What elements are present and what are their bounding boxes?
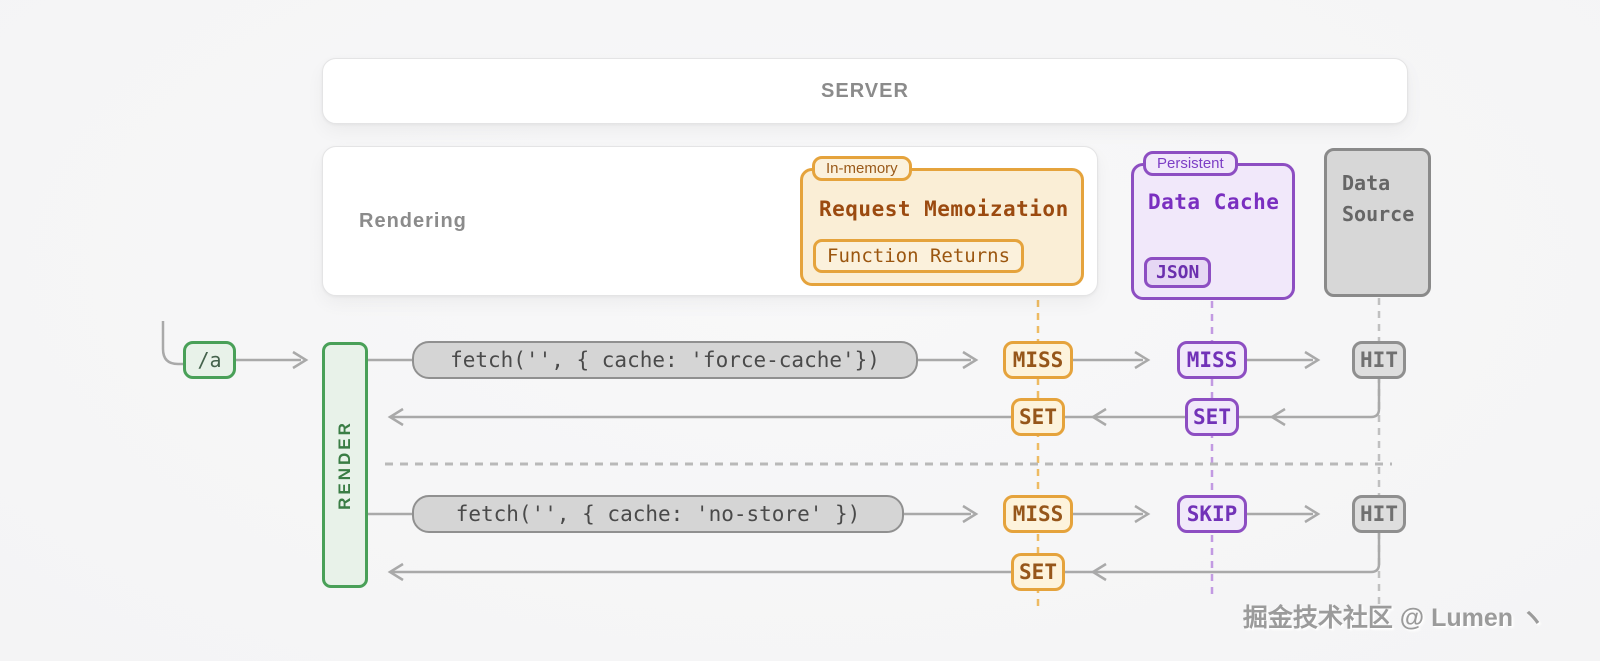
render-lane-label: RENDER: [335, 420, 355, 510]
data-source-hit-badge-row1: HIT: [1352, 341, 1406, 379]
arrowhead-left: [387, 407, 404, 427]
miss-label: MISS: [1012, 502, 1064, 526]
data-cache-box: Persistent Data Cache JSON: [1131, 151, 1295, 300]
skip-label: SKIP: [1186, 502, 1238, 526]
function-returns-box: Function Returns: [813, 239, 1025, 273]
miss-label: MISS: [1186, 348, 1238, 372]
route-node: /a: [183, 341, 236, 379]
arrowhead-left: [1090, 407, 1107, 427]
fetch-force-cache-label: fetch('', { cache: 'force-cache'}): [450, 348, 880, 372]
row2-return-line: [392, 379, 1381, 419]
route-label: /a: [197, 348, 222, 372]
data-source-label: Data Source: [1342, 171, 1415, 226]
watermark-text: 掘金技术社区 @ Lumen ヽ: [1242, 604, 1545, 632]
rendering-label: Rendering: [359, 210, 467, 232]
hit-label: HIT: [1360, 502, 1398, 526]
miss-label: MISS: [1012, 348, 1064, 372]
set-label: SET: [1193, 405, 1231, 429]
fetch-no-store-label: fetch('', { cache: 'no-store' }): [455, 502, 861, 526]
arrowhead-left: [387, 562, 404, 582]
fetch-force-cache-pill: fetch('', { cache: 'force-cache'}): [412, 341, 918, 379]
arrowhead-right: [962, 504, 979, 524]
data-source-box: Data Source: [1324, 148, 1431, 297]
memoization-miss-badge-row1: MISS: [1003, 341, 1073, 379]
arrowhead-left: [1090, 562, 1107, 582]
set-label: SET: [1019, 405, 1057, 429]
request-memoization-box: In-memory Request Memoization Function R…: [800, 156, 1084, 286]
route-entry-hook: [161, 321, 183, 366]
arrowhead-right: [1304, 504, 1321, 524]
arrowhead-right: [292, 350, 309, 370]
server-box: SERVER: [322, 58, 1408, 124]
data-cache-title: Data Cache: [1148, 190, 1280, 214]
render-lane: RENDER: [322, 342, 368, 588]
data-cache-skip-badge-row3: SKIP: [1177, 495, 1247, 533]
data-source-hit-badge-row3: HIT: [1352, 495, 1406, 533]
arrowhead-right: [1304, 350, 1321, 370]
fetch-no-store-pill: fetch('', { cache: 'no-store' }): [412, 495, 904, 533]
hit-label: HIT: [1360, 348, 1398, 372]
arrowhead-left: [1269, 407, 1286, 427]
in-memory-tag: In-memory: [812, 156, 912, 181]
set-label: SET: [1019, 560, 1057, 584]
request-memoization-title: Request Memoization: [819, 197, 1069, 221]
arrowhead-right: [1134, 504, 1151, 524]
row4-return-line: [392, 533, 1381, 574]
memoization-set-badge-row4: SET: [1011, 553, 1065, 591]
json-box: JSON: [1144, 257, 1212, 288]
data-cache-miss-badge-row1: MISS: [1177, 341, 1247, 379]
persistent-tag: Persistent: [1143, 151, 1238, 176]
arrowhead-right: [962, 350, 979, 370]
memoization-miss-badge-row3: MISS: [1003, 495, 1073, 533]
memoization-set-badge-row2: SET: [1011, 398, 1065, 436]
arrowhead-right: [1134, 350, 1151, 370]
server-label: SERVER: [821, 79, 909, 102]
data-cache-set-badge-row2: SET: [1185, 398, 1239, 436]
